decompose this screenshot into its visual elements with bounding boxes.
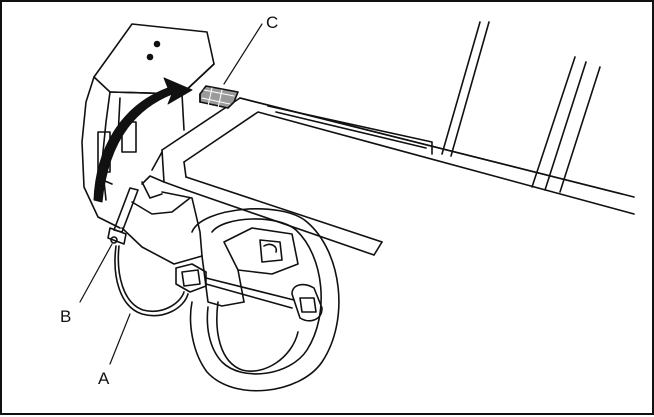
leader-lines	[79, 23, 263, 365]
callout-b: B	[60, 307, 71, 326]
leader-line-a	[109, 313, 131, 365]
leader-line-b	[79, 243, 113, 303]
rotation-arrow	[93, 77, 193, 203]
hook-mounting-bracket	[81, 23, 215, 265]
spring-clip-b	[107, 187, 139, 245]
callout-c: C	[266, 13, 278, 32]
leader-line-c	[223, 23, 263, 85]
retaining-pin-c	[199, 85, 239, 109]
callout-a: A	[98, 369, 110, 388]
tow-hook-shackle	[175, 208, 340, 392]
vehicle-frame-rails	[161, 21, 635, 256]
lanyard-cable-a	[114, 245, 189, 317]
